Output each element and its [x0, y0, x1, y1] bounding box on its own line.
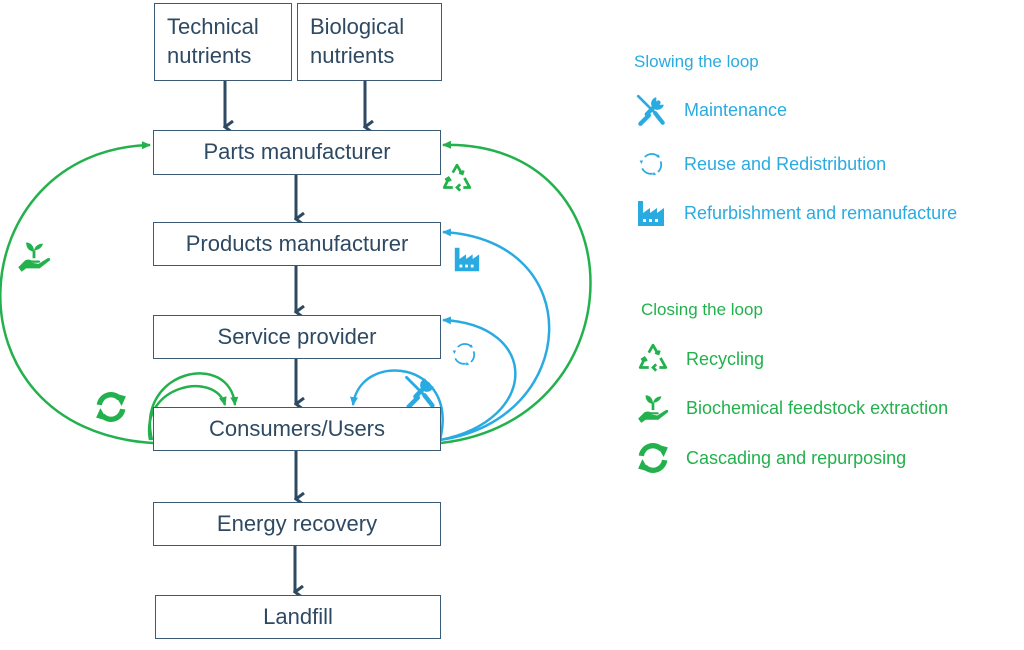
legend-item-maintenance: Maintenance: [634, 93, 787, 127]
legend-label: Recycling: [686, 348, 765, 369]
loop-refurbishment: [439, 228, 551, 442]
loop-recycling: [440, 140, 592, 445]
recycle-icon: [442, 163, 472, 193]
reuse-circle-icon: [451, 343, 476, 367]
tools-icon: [634, 93, 668, 127]
input-box-biological-nutrients: Biological nutrients: [297, 3, 442, 81]
loop-reuse: [439, 316, 517, 442]
legend-item-biochemical: Biochemical feedstock extraction: [636, 391, 948, 425]
legend-item-reuse: Reuse and Redistribution: [634, 147, 886, 181]
stage-box-consumers-users: Consumers/Users: [153, 407, 441, 451]
reuse-circle-icon: [634, 147, 668, 181]
legend-item-recycling: Recycling: [636, 342, 764, 376]
stage-box-products-manufacturer: Products manufacturer: [153, 222, 441, 266]
cascade-arrows-icon: [636, 441, 670, 475]
tools-icon: [407, 377, 434, 406]
legend-item-cascading: Cascading and repurposing: [636, 441, 906, 475]
legend-label: Biochemical feedstock extraction: [686, 397, 949, 418]
legend-label: Cascading and repurposing: [686, 447, 907, 468]
factory-icon: [634, 196, 668, 230]
loop-maintenance: [350, 369, 444, 441]
recycle-icon: [636, 342, 670, 376]
cascade-arrows-icon: [96, 393, 126, 421]
stage-box-energy-recovery: Energy recovery: [153, 502, 441, 546]
plant-hand-icon: [16, 241, 52, 274]
legend-item-refurbishment: Refurbishment and remanufacture: [634, 196, 957, 230]
loop-biochemical-feedstock: [0, 141, 154, 445]
legend-label: Refurbishment and remanufacture: [684, 202, 958, 223]
stage-box-landfill: Landfill: [155, 595, 441, 639]
legend-label: Reuse and Redistribution: [684, 153, 887, 174]
stage-box-parts-manufacturer: Parts manufacturer: [153, 130, 441, 175]
loop-cascading-inner: [147, 384, 227, 441]
legend-label: Maintenance: [684, 99, 788, 120]
plant-hand-icon: [636, 391, 670, 425]
legend-title-closing: Closing the loop: [641, 300, 763, 319]
input-box-technical-nutrients: Technical nutrients: [154, 3, 292, 81]
stage-box-service-provider: Service provider: [153, 315, 441, 359]
legend-title-slowing: Slowing the loop: [634, 52, 759, 71]
factory-icon: [454, 247, 480, 272]
